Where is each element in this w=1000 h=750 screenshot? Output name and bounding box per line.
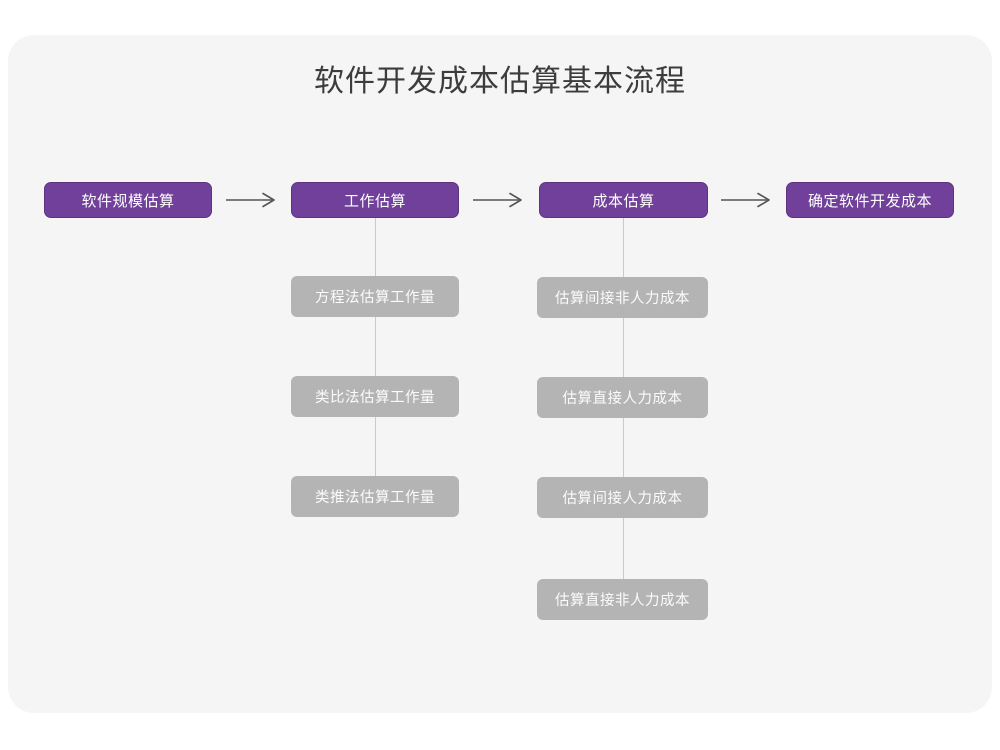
branch-node-effort-3[interactable]: 类推法估算工作量 [291, 476, 459, 517]
right-arrow-icon-3 [719, 190, 775, 210]
connector-line-effort-branch [375, 218, 376, 500]
branch-node-effort-2[interactable]: 类比法估算工作量 [291, 376, 459, 417]
flow-node-software-scale-estimation[interactable]: 软件规模估算 [44, 182, 212, 218]
right-arrow-icon-1 [224, 190, 280, 210]
branch-node-cost-4[interactable]: 估算直接非人力成本 [537, 579, 708, 620]
slide-card [8, 35, 992, 713]
flow-node-determine-development-cost[interactable]: 确定软件开发成本 [786, 182, 954, 218]
branch-node-cost-2[interactable]: 估算直接人力成本 [537, 377, 708, 418]
branch-node-cost-3[interactable]: 估算间接人力成本 [537, 477, 708, 518]
right-arrow-icon-2 [471, 190, 527, 210]
flow-node-cost-estimation[interactable]: 成本估算 [539, 182, 708, 218]
branch-node-cost-1[interactable]: 估算间接非人力成本 [537, 277, 708, 318]
page-title: 软件开发成本估算基本流程 [314, 65, 686, 98]
branch-node-effort-1[interactable]: 方程法估算工作量 [291, 276, 459, 317]
flow-node-effort-estimation[interactable]: 工作估算 [291, 182, 459, 218]
